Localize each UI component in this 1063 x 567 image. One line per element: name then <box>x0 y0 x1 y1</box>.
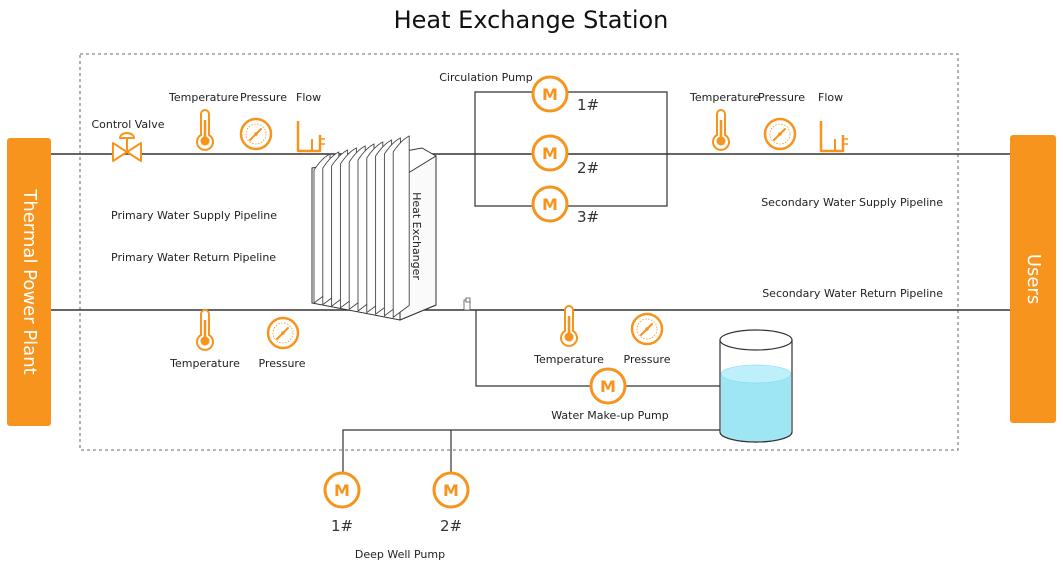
primary-return-thermometer-icon <box>196 309 214 351</box>
makeup-pump-label: Water Make-up Pump <box>551 409 669 422</box>
secondary-return-thermometer-icon <box>560 305 578 347</box>
secondary-supply-temperature-label: Temperature <box>689 91 760 104</box>
primary-supply-thermometer-icon <box>196 109 214 151</box>
circulation-pump-1-number: 1# <box>577 96 599 114</box>
secondary-supply-flowmeter-icon <box>819 121 848 153</box>
circulation-pump-1-icon: M <box>531 75 569 113</box>
svg-text:M: M <box>334 481 350 500</box>
svg-text:M: M <box>542 85 558 104</box>
makeup-pipeline <box>475 310 722 387</box>
primary-return-pressure-label: Pressure <box>259 357 306 370</box>
secondary-supply-pressure-label: Pressure <box>758 91 805 104</box>
primary-return-pressure-gauge-icon <box>266 316 300 350</box>
circulation-pump-3-number: 3# <box>577 208 599 226</box>
users-label: Users <box>1023 254 1044 304</box>
heat-exchanger-plate <box>392 135 410 319</box>
heat-exchanger: Heat Exchanger <box>311 135 437 321</box>
primary-return-temperature-label: Temperature <box>169 357 240 370</box>
circulation-pump-3-icon: M <box>531 185 569 223</box>
thermal-power-plant-label: Thermal Power Plant <box>19 188 40 374</box>
deep-well-pump-2-icon: M <box>432 471 470 509</box>
deep-well-pump-label: Deep Well Pump <box>355 548 445 561</box>
control-valve-label: Control Valve <box>91 118 164 131</box>
users-block: Users <box>1010 135 1056 423</box>
secondary-supply-pressure-gauge-icon <box>763 117 797 151</box>
primary-supply-flow-label: Flow <box>296 91 321 104</box>
secondary-supply-flow-label: Flow <box>818 91 843 104</box>
primary-supply-label: Primary Water Supply Pipeline <box>111 209 277 222</box>
svg-text:M: M <box>443 481 459 500</box>
secondary-return-label: Secondary Water Return Pipeline <box>762 287 943 300</box>
deep-well-pipeline <box>342 429 722 474</box>
station-boundary <box>79 53 959 451</box>
primary-supply-pressure-label: Pressure <box>240 91 287 104</box>
secondary-supply-thermometer-icon <box>712 109 730 151</box>
svg-text:M: M <box>600 377 616 396</box>
secondary-return-temperature-label: Temperature <box>533 353 604 366</box>
primary-supply-flowmeter-icon <box>296 121 325 153</box>
makeup-pump-icon: M <box>589 367 627 405</box>
circulation-pump-2-number: 2# <box>577 159 599 177</box>
deep-well-pump-2-number: 2# <box>440 517 462 535</box>
deep-well-pump-1-icon: M <box>323 471 361 509</box>
circulation-loop <box>474 91 668 207</box>
primary-return-label: Primary Water Return Pipeline <box>111 251 276 264</box>
thermal-power-plant-block: Thermal Power Plant <box>7 138 51 426</box>
water-tank <box>719 329 793 443</box>
heat-exchanger-label: Heat Exchanger <box>410 192 423 280</box>
fitting-icon <box>463 297 471 311</box>
diagram-title: Heat Exchange Station <box>394 6 669 34</box>
secondary-return-pressure-label: Pressure <box>624 353 671 366</box>
circulation-pump-2-icon: M <box>531 134 569 172</box>
secondary-supply-label: Secondary Water Supply Pipeline <box>761 196 943 209</box>
circulation-pump-label: Circulation Pump <box>439 71 533 84</box>
primary-supply-pressure-gauge-icon <box>239 117 273 151</box>
deep-well-pump-1-number: 1# <box>331 517 353 535</box>
secondary-return-pressure-gauge-icon <box>630 312 664 346</box>
primary-supply-temperature-label: Temperature <box>168 91 239 104</box>
svg-text:M: M <box>542 195 558 214</box>
control-valve-icon <box>112 132 142 162</box>
svg-text:M: M <box>542 144 558 163</box>
